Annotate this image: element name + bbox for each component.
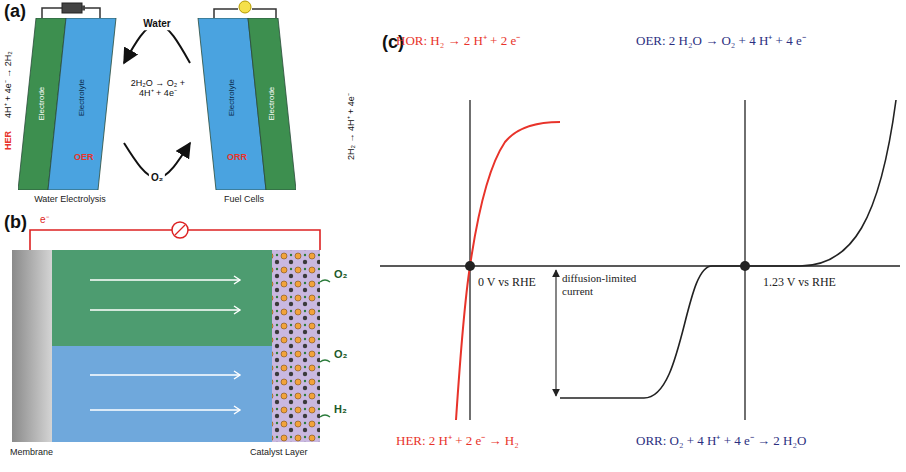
cell-shape <box>192 18 296 190</box>
electrode-slab <box>248 18 296 190</box>
electrolyte-label: Electrolyte <box>227 79 236 116</box>
polarization-plot <box>380 100 900 420</box>
electrode-schematic <box>12 222 330 442</box>
axis-label: 0 V vs RHE <box>478 276 536 290</box>
electron-label: e⁻ <box>40 214 49 226</box>
flow-label: Water <box>141 18 172 30</box>
flow-arrow <box>124 24 190 63</box>
reaction-equation: HER: 2 H⁺ + 2 e⁻ → H₂ <box>396 434 519 449</box>
reaction-name: HER <box>3 131 13 150</box>
reaction-name: ORR <box>227 152 247 162</box>
panel-letter: (a) <box>4 1 26 22</box>
device-caption: Water Electrolysis <box>34 194 106 204</box>
cell-shape <box>18 18 122 190</box>
layer-label: Catalyst Layer <box>250 447 308 457</box>
reaction-equation: 2H₂ → 4H⁺ + 4e⁻ <box>346 93 356 160</box>
axis-label: 1.23 V vs RHE <box>763 276 836 290</box>
annotation: diffusion-limited current <box>562 272 652 297</box>
electrode-label: Electrode <box>37 87 46 121</box>
reaction-equation: 2H₂O → O₂ + 4H⁺ + 4e⁻ <box>124 78 192 99</box>
electrode-label: Electrode <box>267 87 276 121</box>
reaction-equation: 4H⁺ + 4e⁻ → 2H₂ <box>3 51 13 118</box>
panel-letter: (b) <box>4 212 27 233</box>
gas-label: O₂ <box>334 348 347 361</box>
reaction-equation: HOR: H₂ → 2 H⁺ + 2 e⁻ <box>396 34 520 49</box>
battery-circuit <box>42 3 100 18</box>
reaction-equation: OER: 2 H₂O → O₂ + 4 H⁺ + 4 e⁻ <box>636 34 806 49</box>
reaction-name: OER <box>74 152 94 162</box>
electrolyte-label: Electrolyte <box>77 79 86 116</box>
device-cell: Electrode ElectrolyteWater Electrolysis <box>18 18 122 212</box>
device-caption: Fuel Cells <box>224 194 264 204</box>
electrolyte-slab <box>48 18 116 190</box>
gas-label: H₂ <box>334 403 347 416</box>
reaction-equation: ORR: O₂ + 4 H⁺ + 4 e⁻ → 2 H₂O <box>636 434 806 449</box>
layer-label: Membrane <box>10 447 53 457</box>
device-cell: Electrolyte ElectrodeFuel Cells <box>192 18 296 212</box>
bulb-circuit <box>214 1 276 18</box>
gas-label: O₂ <box>334 268 347 281</box>
flow-label: O₂ <box>149 172 165 184</box>
